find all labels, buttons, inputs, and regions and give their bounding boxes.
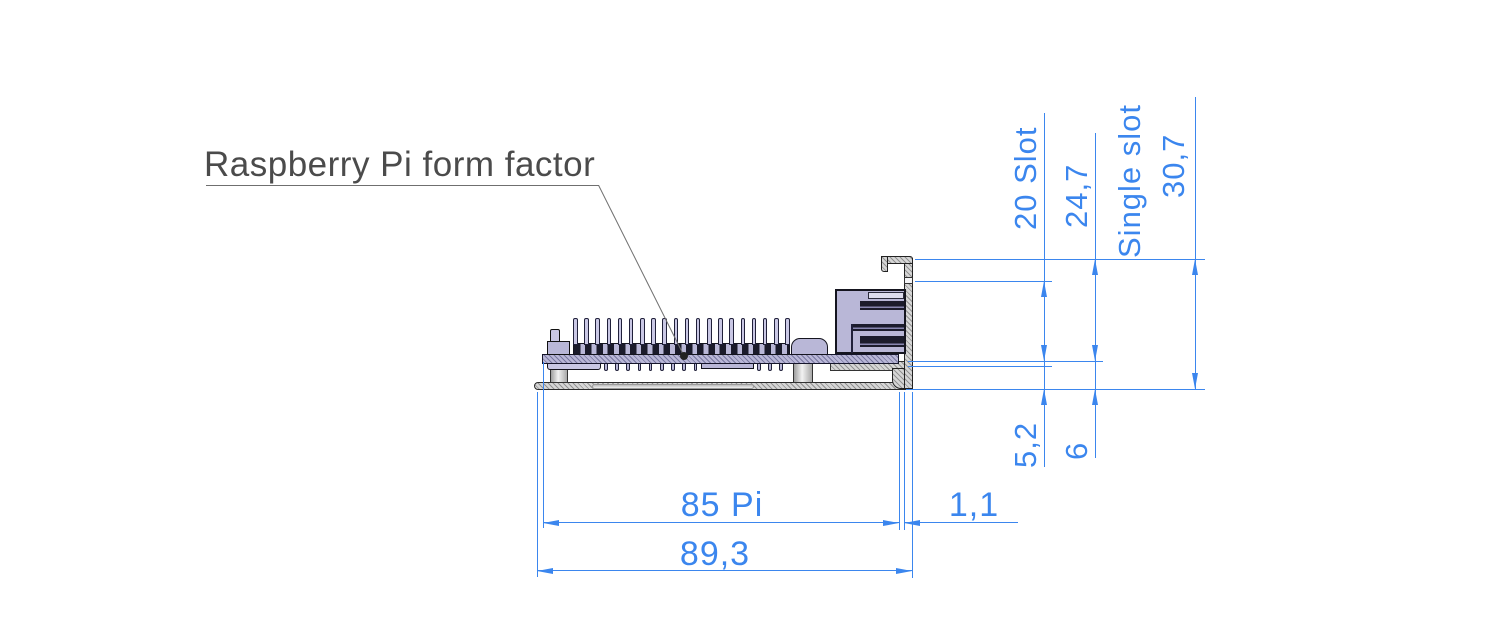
gpio-solder-tail bbox=[626, 363, 630, 371]
callout-label: Raspberry Pi form factor bbox=[204, 145, 596, 184]
dim-line-1-1-tail bbox=[904, 521, 1018, 523]
gpio-pin bbox=[684, 318, 690, 345]
dim-arrow bbox=[883, 519, 899, 526]
ext-line-bottom-plane bbox=[906, 388, 1205, 390]
gpio-pin bbox=[729, 318, 734, 345]
dim-label-89-3: 89,3 bbox=[679, 535, 751, 573]
gpio-solder-tail bbox=[682, 363, 686, 371]
ethernet-slot-upper bbox=[860, 301, 904, 310]
gpio-solder-tail bbox=[757, 363, 761, 371]
dim-label-24-7: 24,7 bbox=[1059, 163, 1094, 228]
ext-line-clearance-plane bbox=[908, 365, 1052, 367]
gpio-pin bbox=[774, 318, 779, 345]
dim-arrow bbox=[1041, 389, 1047, 405]
gpio-solder-tails-right bbox=[757, 363, 791, 372]
standoff-right bbox=[793, 362, 813, 383]
gpio-solder-tail bbox=[615, 363, 619, 371]
dim-arrow bbox=[896, 567, 912, 574]
gpio-solder-tail bbox=[671, 363, 675, 371]
gpio-solder-tail bbox=[648, 363, 653, 371]
ext-line-pcb-plane bbox=[908, 360, 1103, 362]
gpio-pin bbox=[785, 318, 790, 345]
gpio-pin bbox=[740, 318, 746, 345]
gpio-pin bbox=[584, 318, 589, 345]
gpio-pin bbox=[595, 318, 600, 345]
ethernet-slot-lower bbox=[860, 336, 904, 347]
gpio-pin bbox=[707, 318, 712, 345]
ext-line-pcb-right bbox=[898, 392, 900, 530]
base-plate-recess bbox=[592, 383, 754, 389]
dim-line-24-7 bbox=[1094, 133, 1096, 458]
dim-arrow bbox=[537, 567, 553, 574]
dim-label-20slot: 20 Slot bbox=[1008, 126, 1043, 230]
gpio-solder-tail bbox=[604, 363, 608, 371]
gpio-pin bbox=[762, 318, 768, 345]
dim-arrow bbox=[1092, 259, 1098, 275]
pcb bbox=[542, 354, 899, 364]
dim-line-85-pi bbox=[543, 521, 899, 523]
gpio-pin bbox=[718, 318, 723, 345]
gpio-pin bbox=[695, 318, 701, 345]
ethernet-slot-mid bbox=[851, 324, 904, 331]
dim-label-85-pi: 85 Pi bbox=[680, 486, 764, 524]
dim-label-6: 6 bbox=[1059, 441, 1094, 460]
gpio-pin bbox=[640, 318, 645, 345]
ext-line-plate-right bbox=[903, 392, 905, 530]
callout-underline bbox=[206, 185, 599, 187]
gpio-pin bbox=[617, 318, 623, 345]
dim-arrow bbox=[543, 519, 559, 526]
dim-label-5-2: 5,2 bbox=[1008, 421, 1043, 468]
dim-arrow bbox=[904, 519, 920, 526]
capacitor-dome bbox=[791, 338, 828, 355]
gpio-solder-tails-left bbox=[604, 363, 704, 372]
gpio-pin bbox=[606, 318, 612, 345]
gpio-pin bbox=[751, 318, 757, 345]
ext-line-wall-top bbox=[915, 258, 1205, 260]
ethernet-top-recess bbox=[868, 292, 904, 299]
dim-arrow bbox=[1092, 345, 1098, 361]
gpio-pins bbox=[573, 318, 791, 347]
callout-leader-dot bbox=[680, 352, 688, 360]
gpio-pin bbox=[651, 318, 656, 345]
ext-line-plate-left bbox=[536, 392, 538, 577]
dim-line-89-3 bbox=[537, 569, 912, 571]
gpio-solder-tail bbox=[660, 363, 664, 371]
dim-label-1-1: 1,1 bbox=[948, 486, 1000, 524]
dim-arrow bbox=[1092, 389, 1098, 405]
dim-line-single-slot bbox=[1194, 97, 1196, 389]
gpio-pin bbox=[573, 318, 578, 345]
gpio-pin bbox=[628, 318, 634, 345]
ext-line-pcb-left bbox=[542, 362, 544, 528]
gpio-solder-tail bbox=[768, 363, 772, 371]
ext-line-wall-right bbox=[911, 392, 913, 578]
wall-hook-lip bbox=[881, 256, 888, 272]
dim-arrow bbox=[1041, 345, 1047, 361]
sd-card-body bbox=[547, 341, 570, 355]
ext-line-slot-top bbox=[915, 280, 1052, 282]
gpio-solder-tail bbox=[779, 363, 783, 371]
ethernet-divider bbox=[851, 324, 853, 353]
dim-arrow bbox=[1192, 259, 1198, 275]
gpio-solder-tail bbox=[693, 363, 698, 371]
gpio-solder-tail bbox=[637, 363, 642, 371]
dim-arrow bbox=[1041, 281, 1047, 297]
wall-notch bbox=[903, 277, 913, 284]
dim-arrow bbox=[1192, 373, 1198, 389]
dim-label-30-7: 30,7 bbox=[1156, 133, 1191, 198]
dim-label-single-slot: Single slot bbox=[1112, 103, 1147, 258]
gpio-pin bbox=[673, 318, 679, 345]
